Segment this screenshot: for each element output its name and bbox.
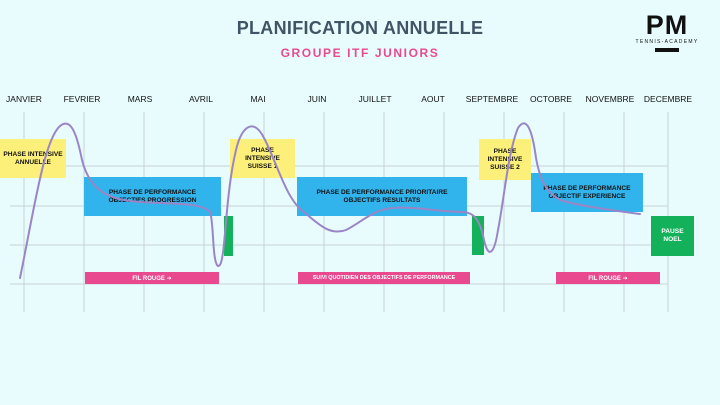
month-label-janvier: JANVIER: [6, 94, 42, 104]
month-label-mai: MAI: [250, 94, 266, 104]
month-label-decembre: DECEMBRE: [643, 94, 693, 104]
month-label-juin: JUIN: [307, 94, 327, 104]
month-label-avril: AVRIL: [189, 94, 213, 104]
suivi-quotidien-bar: SUIVI QUOTIDIEN DES OBJECTIFS DE PERFORM…: [298, 272, 470, 284]
phase-performance-prioritaire: PHASE DE PERFORMANCE PRIORITAIRE OBJECTI…: [297, 177, 467, 216]
page-subtitle: GROUPE ITF JUNIORS: [280, 46, 440, 60]
phase-performance-experience: PHASE DE PERFORMANCE OBJECTIF EXPERIENCE: [531, 173, 643, 212]
phase-intensive-suisse-1: PHASE INTENSIVE SUISSE 1: [230, 139, 295, 178]
fil-rouge-bar-1: FIL ROUGE ➔: [85, 272, 219, 284]
month-label-octobre: OCTOBRE: [530, 94, 572, 104]
phase-performance-progression: PHASE DE PERFORMANCE OBJECTIFS PROGRESSI…: [84, 177, 221, 216]
logo-mark: PM: [645, 10, 689, 40]
phase-intensive-annuelle: PHASE INTENSIVE ANNUELLE: [0, 139, 66, 178]
month-label-fevrier: FEVRIER: [63, 94, 101, 104]
fil-rouge-bar-2: FIL ROUGE ➔: [556, 272, 660, 284]
month-label-juillet: JUILLET: [358, 94, 392, 104]
logo-tagline: TENNIS-ACADEMY: [635, 39, 699, 45]
page-title: PLANIFICATION ANNUELLE: [236, 18, 484, 38]
phase-block-green: [224, 216, 233, 256]
month-label-septembre: SEPTEMBRE: [465, 94, 519, 104]
logo-underline: [655, 48, 679, 52]
month-label-aout: AOUT: [421, 94, 445, 104]
logo: PM TENNIS-ACADEMY: [622, 12, 712, 60]
phase-block-green: [472, 216, 484, 255]
phase-intensive-suisse-2: PHASE INTENSIVE SUISSE 2: [479, 139, 531, 180]
month-label-novembre: NOVEMBRE: [585, 94, 635, 104]
month-label-mars: MARS: [127, 94, 153, 104]
phase-pause-noel: PAUSE NOEL: [651, 216, 694, 256]
